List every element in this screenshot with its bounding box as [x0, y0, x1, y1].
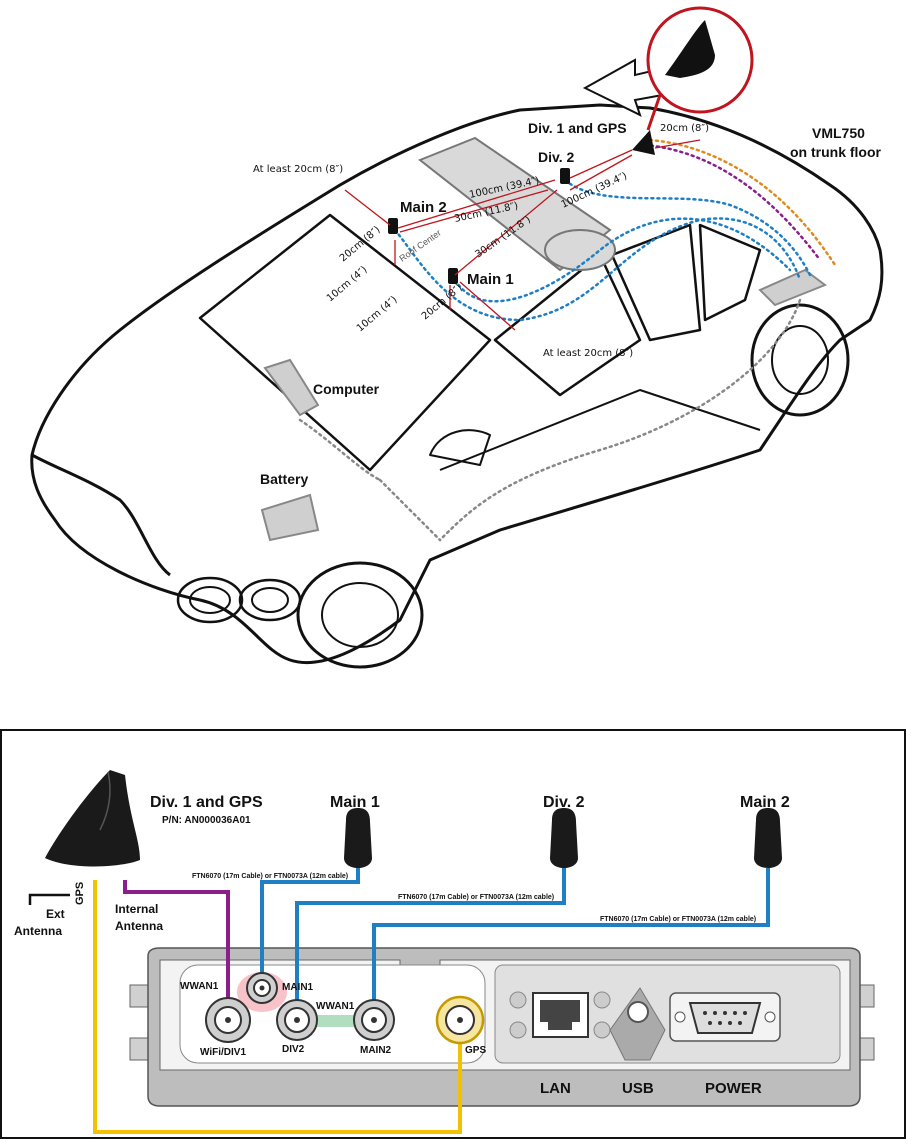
side-label-ext-antenna: Antenna — [14, 924, 62, 938]
side-label-internal-antenna: Antenna — [115, 919, 163, 933]
wiring-label-div2: Div. 2 — [543, 794, 585, 811]
main2-connector — [353, 999, 395, 1041]
main2-antenna — [388, 218, 398, 234]
car-body — [30, 103, 884, 669]
port-label-gps: GPS — [465, 1045, 486, 1056]
gps-connector — [435, 995, 485, 1045]
side-label-internal: Internal — [115, 902, 158, 916]
label-div1-gps: Div. 1 and GPS — [528, 120, 627, 136]
label-div2: Div. 2 — [538, 149, 575, 165]
device-enclosure — [129, 947, 875, 1107]
dim-20cm-main2: 20cm (8″) — [338, 224, 383, 264]
wiring-label-main1: Main 1 — [330, 794, 380, 811]
dim-10cm-lower: 10cm (4″) — [355, 294, 400, 334]
port-label-wwan1-mid: WWAN1 — [316, 1001, 355, 1012]
main2-cable — [372, 868, 770, 1020]
connectors — [205, 972, 485, 1045]
port-label-power: POWER — [705, 1080, 762, 1097]
label-main2: Main 2 — [400, 199, 447, 216]
port-label-wwan1-top: WWAN1 — [180, 981, 219, 992]
main1-cable — [260, 868, 360, 988]
side-label-gps: GPS — [74, 882, 86, 905]
sharkfin-antenna — [45, 770, 140, 867]
port-label-div2: DIV2 — [282, 1044, 305, 1055]
battery-box — [260, 493, 320, 542]
label-trunk-floor: on trunk floor — [790, 144, 882, 160]
div2-connector — [276, 999, 318, 1041]
wiring-label-div1-gps: Div. 1 and GPS — [150, 794, 263, 811]
cable-label-main1: FTN6070 (17m Cable) or FTN0073A (12m cab… — [192, 873, 348, 880]
dim-at-least-bottom: At least 20cm (8″) — [543, 348, 633, 359]
vml750-box — [758, 268, 828, 307]
cable-label-main2: FTN6070 (17m Cable) or FTN0073A (12m cab… — [600, 916, 756, 923]
measurement-lines — [344, 139, 701, 331]
ext-antenna-bracket — [28, 893, 70, 905]
antenna-main1-icon — [344, 808, 372, 868]
wiring-label-part-number: P/N: AN000036A01 — [162, 815, 251, 826]
label-computer: Computer — [313, 381, 380, 397]
gps-antenna-callout — [646, 6, 754, 131]
div2-cable — [295, 868, 566, 1020]
dim-10cm-upper: 10cm (4″) — [325, 264, 370, 304]
main1-antenna — [448, 268, 458, 284]
car-antenna-diagram: Div. 1 and GPS Div. 2 Main 2 Main 1 VML7… — [30, 6, 884, 669]
div2-antenna — [560, 168, 570, 184]
cable-label-div2: FTN6070 (17m Cable) or FTN0073A (12m cab… — [398, 894, 554, 901]
wiring-label-main2: Main 2 — [740, 794, 790, 811]
port-label-usb: USB — [622, 1080, 654, 1097]
main1-port-highlight — [237, 972, 287, 1012]
label-battery: Battery — [260, 471, 308, 487]
computer-box — [263, 358, 320, 417]
wifi-div1-connector — [205, 997, 251, 1043]
car-cables — [298, 138, 837, 542]
antenna-div2-icon — [550, 808, 578, 868]
port-label-lan: LAN — [540, 1080, 571, 1097]
port-label-wifi-div1: WiFi/DIV1 — [200, 1047, 246, 1058]
dim-20cm-gps: 20cm (8″) — [660, 123, 709, 134]
wiring-frame — [0, 729, 906, 1139]
roof-scanner — [418, 136, 616, 272]
lan-port — [509, 991, 611, 1039]
label-vml750: VML750 — [812, 125, 865, 141]
gps-cable — [93, 880, 462, 1134]
cables — [93, 868, 770, 1134]
main1-connector — [246, 972, 278, 1004]
power-port — [669, 992, 781, 1042]
purple-cable — [123, 880, 230, 1020]
side-label-ext: Ext — [46, 907, 65, 921]
label-main1: Main 1 — [467, 271, 514, 288]
usb-port — [609, 987, 666, 1061]
gps-antenna — [632, 130, 655, 155]
port-label-main2: MAIN2 — [360, 1045, 392, 1056]
label-roof-center: Roof Center — [397, 228, 442, 264]
dim-at-least-top: At least 20cm (8″) — [253, 164, 343, 175]
antenna-main2-icon — [754, 808, 782, 868]
roof-antennas — [388, 130, 655, 284]
port-label-main1: MAIN1 — [282, 982, 314, 993]
wwan1-mid-highlight — [310, 1015, 366, 1027]
